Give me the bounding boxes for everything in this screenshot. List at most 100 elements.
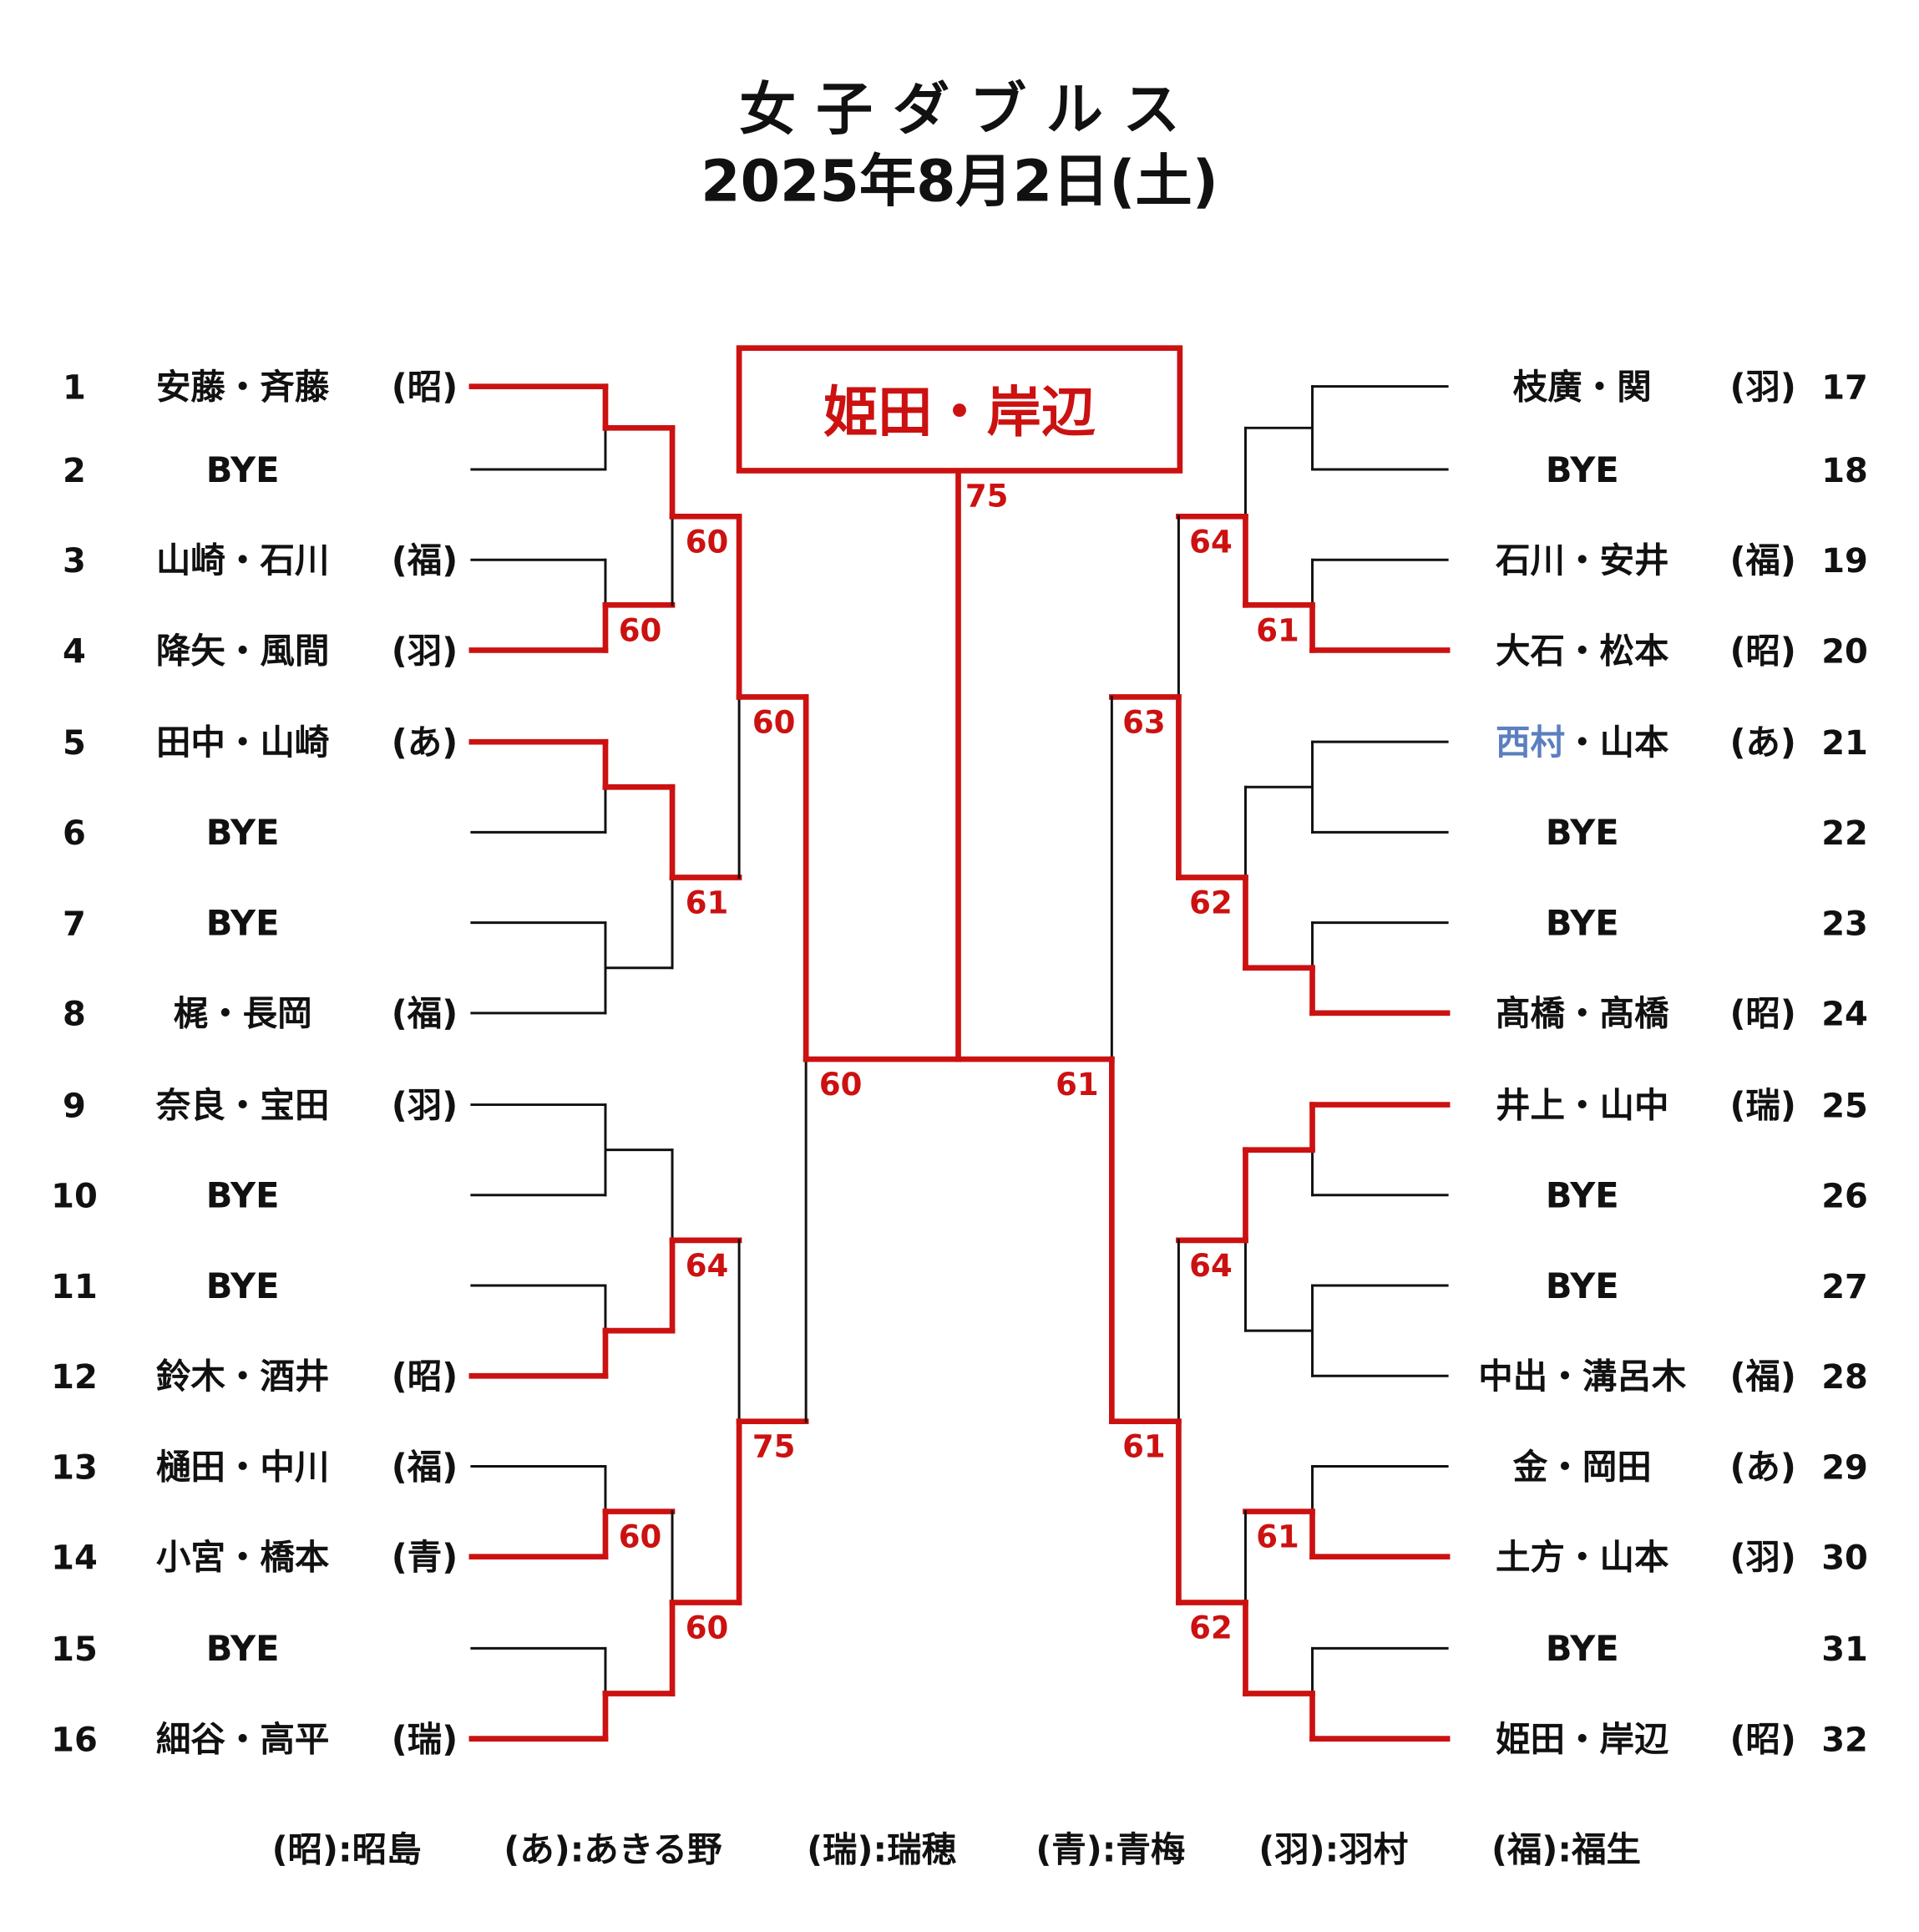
match-score: 61: [686, 885, 729, 920]
match-score: 75: [752, 1429, 796, 1465]
seed-number: 13: [51, 1448, 98, 1487]
team-affiliation: (福): [392, 993, 458, 1034]
seed-number: 11: [51, 1268, 98, 1306]
team-affiliation: (昭): [392, 366, 458, 407]
seed-number: 8: [63, 996, 86, 1034]
team-name: BYE: [1546, 902, 1619, 943]
match-score: 61: [1256, 612, 1299, 648]
legend: (昭):昭島 (あ):あきる野 (瑞):瑞穂 (青):青梅 (羽):羽村 (福):福生: [272, 1828, 1641, 1869]
seed-number: 17: [1821, 368, 1868, 407]
team-name: 井上・山中: [1496, 1084, 1669, 1125]
seed-number: 16: [51, 1721, 98, 1759]
team-affiliation: (青): [392, 1537, 458, 1578]
team-affiliation: (福): [392, 540, 458, 581]
team-name: BYE: [1546, 812, 1619, 853]
team-name: 髙橋・髙橋: [1496, 993, 1669, 1034]
seed-number: 5: [63, 724, 86, 763]
seed-number: 30: [1821, 1539, 1868, 1578]
match-score: 60: [819, 1067, 863, 1103]
team-name: BYE: [206, 1175, 280, 1216]
legend-item: (あ):あきる野: [504, 1828, 722, 1869]
entry-row: 10 BYE: [51, 1175, 279, 1216]
team-name: BYE: [206, 812, 280, 853]
seed-number: 12: [51, 1358, 98, 1397]
team-name: 土方・山本: [1496, 1537, 1669, 1578]
team-name-rest: ・山本: [1565, 722, 1669, 763]
team-name: 姫田・岸辺: [1496, 1718, 1669, 1759]
entry-row: 29金・岡田(あ): [1512, 1446, 1868, 1487]
team-name: 細谷・高平: [156, 1718, 330, 1759]
team-name: BYE: [206, 902, 280, 943]
team-name: 降矢・風間: [156, 630, 330, 671]
seed-number: 28: [1821, 1358, 1868, 1397]
entry-row: 15 BYE: [51, 1628, 279, 1669]
team-affiliation: (あ): [1729, 722, 1795, 763]
team-affiliation: (瑞): [1729, 1084, 1795, 1125]
team-name: BYE: [1546, 1628, 1619, 1669]
team-name: BYE: [206, 1265, 280, 1306]
champion-box: [736, 345, 1183, 474]
match-score: 64: [686, 1248, 729, 1284]
team-name: 山崎・石川: [156, 540, 330, 581]
team-affiliation: (羽): [392, 630, 458, 671]
seed-number: 15: [51, 1630, 98, 1669]
seed-number: 27: [1821, 1268, 1868, 1306]
team-name: 西村・山本: [1496, 722, 1669, 763]
legend-item: (昭):昭島: [272, 1828, 422, 1869]
team-affiliation: (羽): [1729, 366, 1795, 407]
legend-item: (青):青梅: [1035, 1828, 1185, 1869]
team-name: BYE: [1546, 449, 1619, 490]
bracket-date: 2025年8月2日(土): [701, 149, 1218, 215]
seed-number: 26: [1821, 1178, 1868, 1216]
seed-number: 1: [63, 368, 86, 407]
seed-number: 24: [1821, 996, 1868, 1034]
seed-number: 29: [1821, 1448, 1868, 1487]
entry-row: 1 安藤・斉藤 (昭): [63, 366, 458, 407]
match-score: 60: [686, 524, 729, 560]
team-affiliation: (瑞): [392, 1718, 458, 1759]
match-score: 60: [619, 612, 662, 648]
team-name: 中出・溝呂木: [1478, 1356, 1687, 1397]
team-name: 枝廣・関: [1513, 366, 1652, 407]
seed-number: 10: [51, 1178, 98, 1216]
seed-number: 9: [63, 1087, 86, 1125]
match-score: 62: [1189, 1610, 1233, 1646]
seed-number: 31: [1821, 1630, 1868, 1669]
legend-item: (羽):羽村: [1258, 1828, 1408, 1869]
legend-item: (福):福生: [1491, 1828, 1641, 1869]
legend-item: (瑞):瑞穂: [807, 1828, 957, 1869]
team-name: 安藤・斉藤: [156, 366, 330, 407]
match-score: 62: [1189, 885, 1233, 920]
team-name: 小宮・橋本: [156, 1537, 330, 1578]
seed-number: 25: [1821, 1087, 1868, 1125]
match-score: 60: [619, 1519, 662, 1555]
entry-row: 3 山崎・石川 (福): [63, 540, 458, 581]
match-score: 63: [1122, 704, 1166, 740]
entry-row: 25 井上・山中 (瑞): [1496, 1084, 1868, 1125]
team-name: 奈良・宝田: [155, 1084, 330, 1125]
champion-name: 姫田・岸辺: [823, 381, 1096, 444]
team-name: BYE: [206, 1628, 280, 1669]
seed-number: 3: [63, 542, 86, 581]
team-affiliation: (昭): [1729, 1718, 1795, 1759]
entry-row: 17 枝廣・関 (羽): [1513, 366, 1868, 407]
team-name-highlight: 西村: [1496, 722, 1565, 763]
team-affiliation: (昭): [392, 1356, 458, 1397]
team-affiliation: (福): [392, 1446, 458, 1487]
